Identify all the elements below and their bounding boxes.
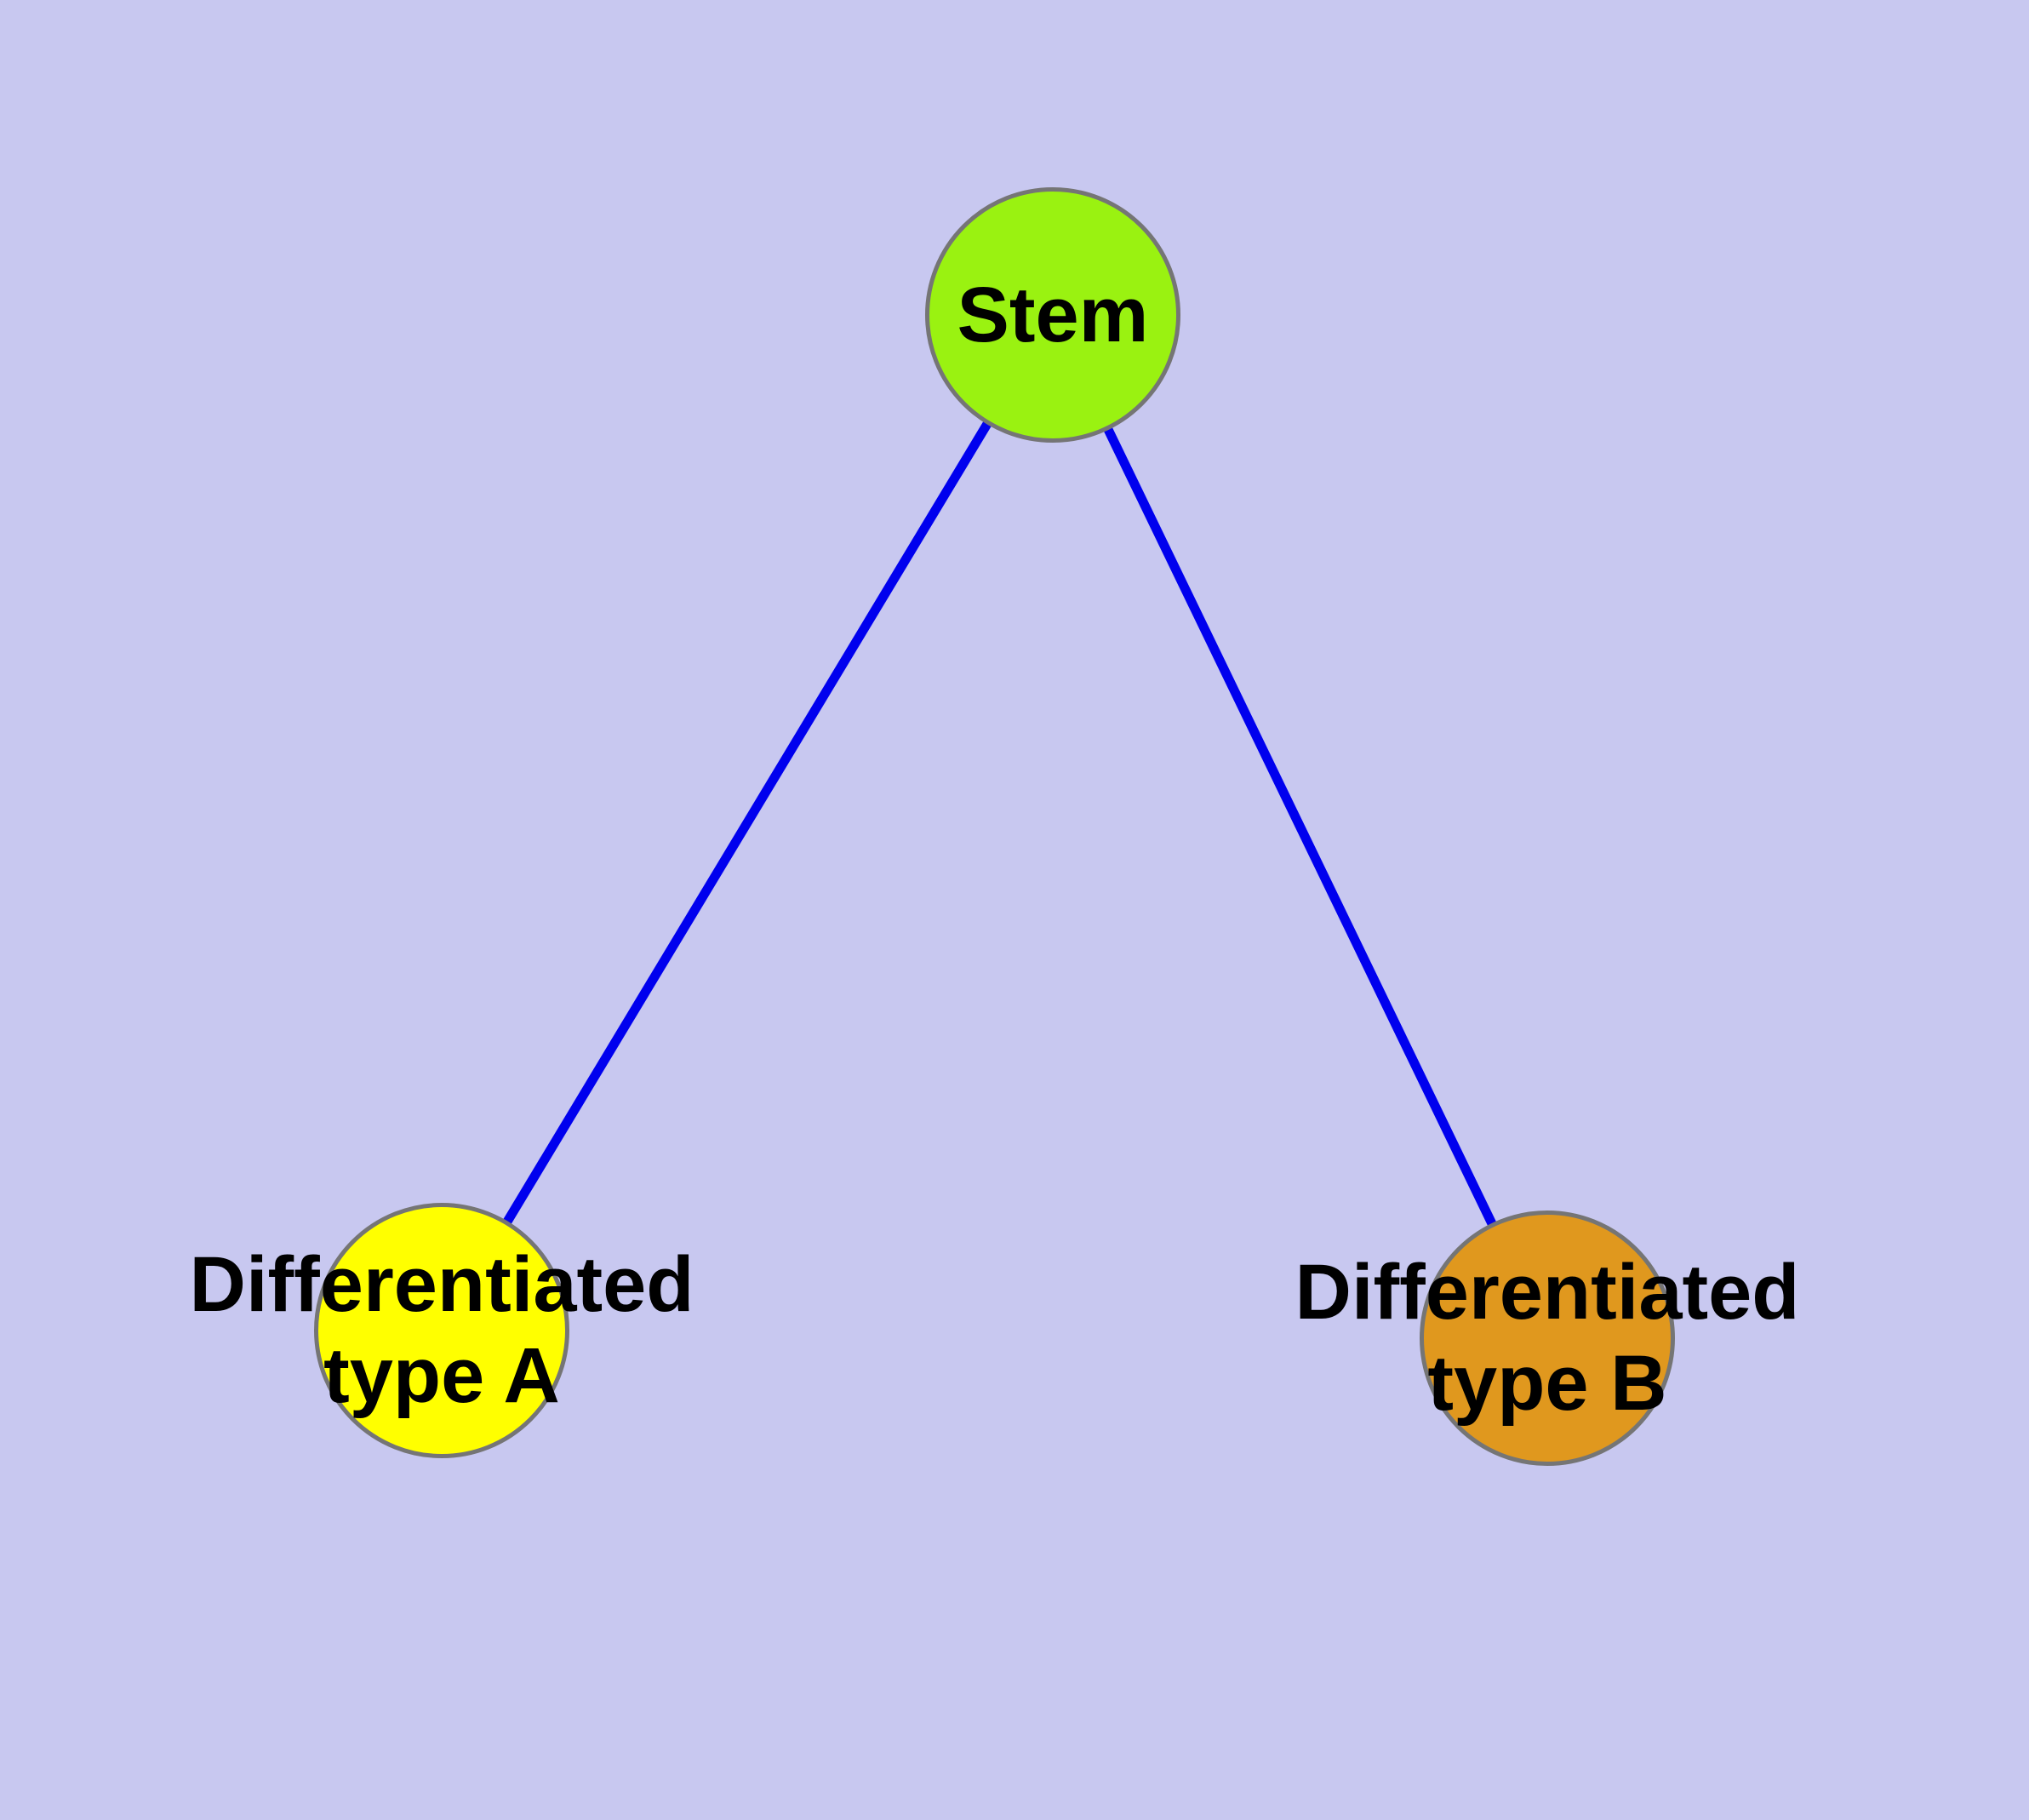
edge-stem-to-type-a: [437, 312, 1057, 1333]
node-stem[interactable]: [925, 187, 1180, 443]
node-type-b[interactable]: [1420, 1210, 1675, 1466]
node-type-a[interactable]: [314, 1203, 569, 1458]
edge-stem-to-type-b: [1049, 312, 1552, 1341]
